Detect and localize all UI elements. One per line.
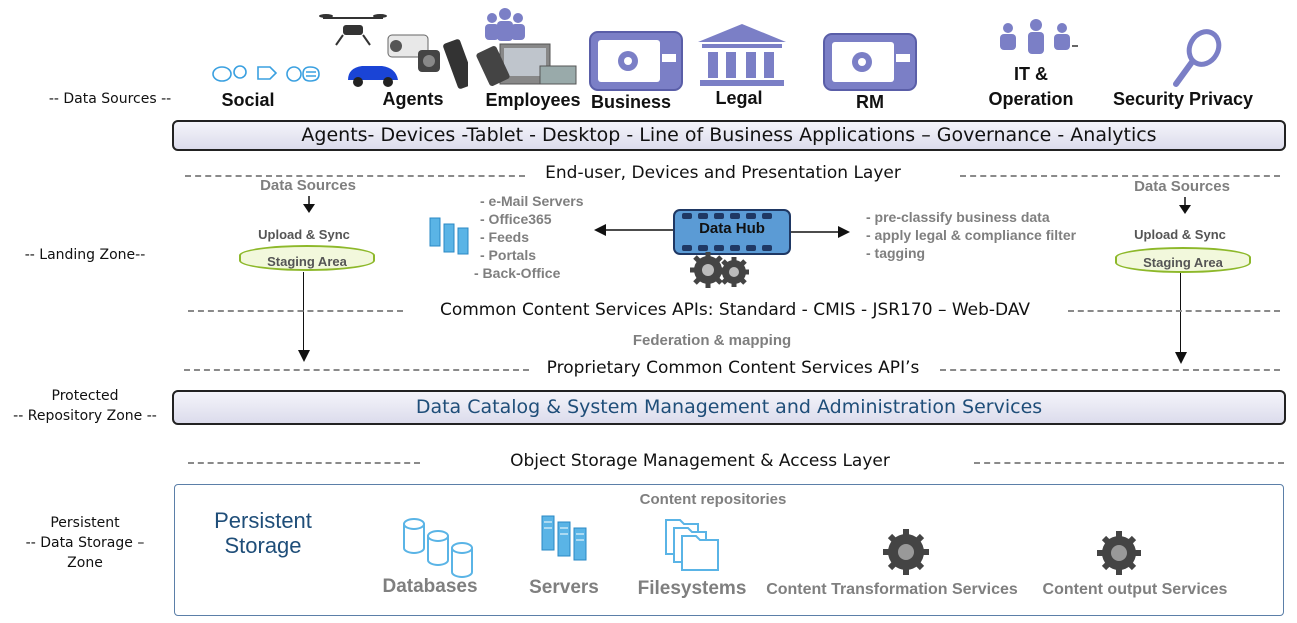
zone-landing: -- Landing Zone-- [24,247,146,263]
social-media-icons [212,65,320,82]
employees-icon [476,8,577,86]
down-arrow-icon [303,196,315,213]
gears-icon [690,252,749,288]
source-business-label: Business [590,92,672,112]
source-legal-label: Legal [715,88,763,108]
catalog-bar: Data Catalog & System Management and Adm… [172,390,1286,425]
output-label: Content output Services [1042,581,1228,598]
zone-persistent-line1: Persistent [50,515,120,531]
staging-area-left [239,245,375,271]
divider-line [188,310,403,312]
list-item: - Back-Office [474,265,561,281]
databases-icon [403,518,473,578]
agents-devices-icon [319,14,468,89]
down-arrow-icon [298,350,310,362]
upload-sync-left: Upload & Sync [258,227,350,242]
down-arrow-icon [1179,197,1191,214]
source-rm-label: RM [856,92,884,112]
divider-line [185,175,525,177]
servers-small-icon [429,217,469,255]
object-storage-label: Object Storage Management & Access Layer [510,451,890,471]
list-item: - tagging [866,245,926,261]
zone-protected-line1: Protected [51,388,119,404]
upload-sync-right: Upload & Sync [1134,227,1226,242]
top-bar: Agents- Devices -Tablet - Desktop - Line… [172,120,1286,151]
divider-line [1068,310,1280,312]
output-gear-icon [1097,531,1141,575]
source-agents-label: Agents [382,89,444,109]
databases-label: Databases [382,576,478,597]
down-arrow-icon [1175,352,1187,364]
data-hub-label: Data Hub [699,220,765,237]
business-icon [589,31,683,91]
staging-area-left-label: Staging Area [267,254,347,269]
content-repositories-label: Content repositories [639,491,787,508]
zone-protected-line2: -- Repository Zone -- [13,408,157,424]
source-employees-label: Employees [485,90,581,110]
persistent-storage-box [174,484,1284,616]
list-item: - pre-classify business data [866,209,1050,225]
servers-label: Servers [529,577,599,598]
list-item: - apply legal & compliance filter [866,227,1077,243]
federation-label: Federation & mapping [632,332,792,349]
servers-icon [541,515,587,561]
landing-right-title: Data Sources [1134,178,1230,195]
connector-line [1180,273,1181,358]
connector-line [303,272,304,357]
security-magnifier-icon [1173,29,1222,87]
zone-persistent-line3: Zone [67,555,103,571]
proprietary-api-label: Proprietary Common Content Services API’… [546,358,920,378]
persistent-title-line2: Storage [224,533,302,558]
rm-icon [823,33,917,91]
hub-processing-list: - pre-classify business data - apply leg… [866,208,1076,262]
landing-left-title: Data Sources [260,177,356,194]
source-security-privacy-label: Security Privacy [1112,89,1254,109]
legal-icon [698,24,786,86]
transformation-gear-icon [883,529,929,575]
source-it-operation-label: IT & Operation [976,62,1086,112]
staging-area-right [1115,247,1251,273]
hub-sources-list: - e-Mail Servers - Office365 - Feeds - P… [474,192,584,282]
it-operation-icon [1000,19,1078,54]
filesystems-icon [665,519,719,571]
source-social-label: Social [221,90,275,110]
source-it-line2: Operation [988,89,1074,109]
data-hub-box [673,209,791,255]
list-item: - Office365 [480,211,552,227]
source-it-line1: IT & [1014,64,1048,84]
divider-line [974,462,1284,464]
zone-persistent-line2: -- Data Storage – [25,535,145,551]
persistent-storage-title: Persistent Storage [196,508,330,558]
staging-area-right-label: Staging Area [1143,255,1223,270]
list-item: - Portals [480,247,537,263]
zone-protected: Protected -- Repository Zone -- [0,386,170,426]
zone-data-sources: -- Data Sources -- [48,91,172,107]
divider-line [188,462,420,464]
divider-line [184,369,529,371]
zone-persistent: Persistent -- Data Storage – Zone [0,513,170,573]
arrow-left-icon [594,224,678,236]
presentation-layer-label: End-user, Devices and Presentation Layer [545,163,901,183]
transformation-label: Content Transformation Services [766,581,1018,598]
filesystems-label: Filesystems [637,578,747,599]
list-item: - e-Mail Servers [480,193,584,209]
divider-line [960,175,1280,177]
persistent-title-line1: Persistent [214,508,312,533]
list-item: - Feeds [480,229,530,245]
common-api-label: Common Content Services APIs: Standard -… [439,300,1031,320]
divider-line [940,369,1280,371]
arrow-right-icon [788,226,850,238]
